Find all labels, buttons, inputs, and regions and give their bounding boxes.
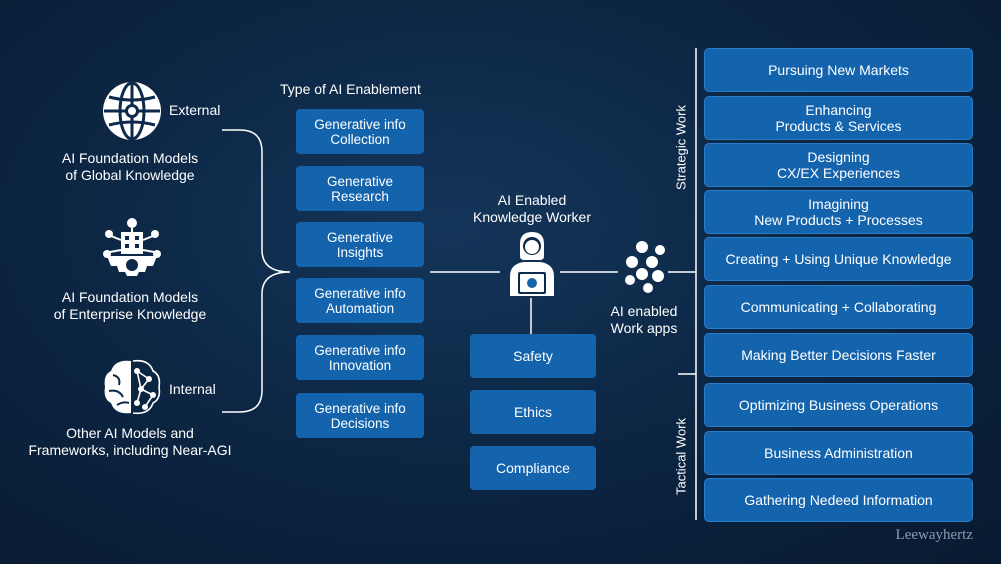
guardrail-ethics: Ethics (470, 390, 596, 434)
enablement-box-collection: Generative info Collection (296, 109, 424, 154)
work-item-label: Designing CX/EX Experiences (777, 149, 900, 181)
enablement-box-label: Generative info Collection (314, 116, 406, 147)
enterprise-gear-icon (103, 218, 161, 276)
enablement-box-label: Generative Research (326, 173, 394, 204)
knowledge-worker-icon (510, 232, 554, 296)
enablement-box-research: Generative Research (296, 166, 424, 211)
strategic-item: Enhancing Products & Services (704, 96, 973, 140)
strategic-work-label: Strategic Work (673, 105, 689, 191)
enablement-box-automation: Generative info Automation (296, 278, 424, 323)
enablement-box-insights: Generative Insights (296, 222, 424, 267)
guardrail-safety: Safety (470, 334, 596, 378)
worker-title: AI Enabled Knowledge Worker (472, 192, 592, 225)
tactical-item: Gathering Nedeed Information (704, 478, 973, 522)
brand-watermark: Leewayhertz (895, 527, 973, 543)
strategic-item: Communicating + Collaborating (704, 285, 973, 329)
work-item-label: Creating + Using Unique Knowledge (725, 251, 952, 267)
guardrail-label: Compliance (496, 459, 570, 476)
strategic-item: Designing CX/EX Experiences (704, 143, 973, 187)
enablement-box-innovation: Generative info Innovation (296, 335, 424, 380)
tactical-work-label: Tactical Work (673, 417, 689, 496)
guardrail-label: Ethics (513, 403, 553, 420)
sources-brace (222, 129, 291, 413)
enablement-box-label: Generative info Innovation (314, 342, 406, 373)
work-item-label: Communicating + Collaborating (740, 299, 937, 315)
source-tag-internal: Internal (169, 381, 216, 397)
enablement-box-label: Generative Insights (326, 229, 394, 260)
source-label-enterprise: AI Foundation Models of Enterprise Knowl… (53, 289, 207, 322)
apps-label: AI enabled Work apps (610, 303, 678, 336)
guardrail-label: Safety (513, 347, 553, 364)
enablement-box-decisions: Generative info Decisions (296, 393, 424, 438)
work-item-label: Making Better Decisions Faster (741, 347, 936, 363)
work-item-label: Business Administration (764, 445, 913, 461)
tactical-item: Optimizing Business Operations (704, 383, 973, 427)
work-item-label: Gathering Nedeed Information (744, 492, 933, 508)
enablement-box-label: Generative info Automation (314, 285, 406, 316)
brain-network-icon (104, 359, 161, 415)
source-label-global: AI Foundation Models of Global Knowledge (61, 150, 199, 183)
work-item-label: Enhancing Products & Services (775, 102, 902, 134)
source-tag-external: External (169, 102, 221, 118)
tactical-item: Business Administration (704, 431, 973, 475)
source-label-other: Other AI Models and Frameworks, includin… (28, 425, 232, 458)
strategic-item: Creating + Using Unique Knowledge (704, 237, 973, 281)
enablement-title: Type of AI Enablement (280, 81, 421, 97)
work-item-label: Pursuing New Markets (768, 62, 909, 78)
strategic-item: Making Better Decisions Faster (704, 333, 973, 377)
work-item-label: Imagining New Products + Processes (754, 196, 923, 228)
work-item-label: Optimizing Business Operations (738, 397, 939, 413)
molecules-icon (625, 241, 665, 293)
guardrail-compliance: Compliance (470, 446, 596, 490)
strategic-item: Imagining New Products + Processes (704, 190, 973, 234)
strategic-item: Pursuing New Markets (704, 48, 973, 92)
enablement-box-label: Generative info Decisions (314, 400, 406, 431)
globe-icon (103, 81, 161, 141)
